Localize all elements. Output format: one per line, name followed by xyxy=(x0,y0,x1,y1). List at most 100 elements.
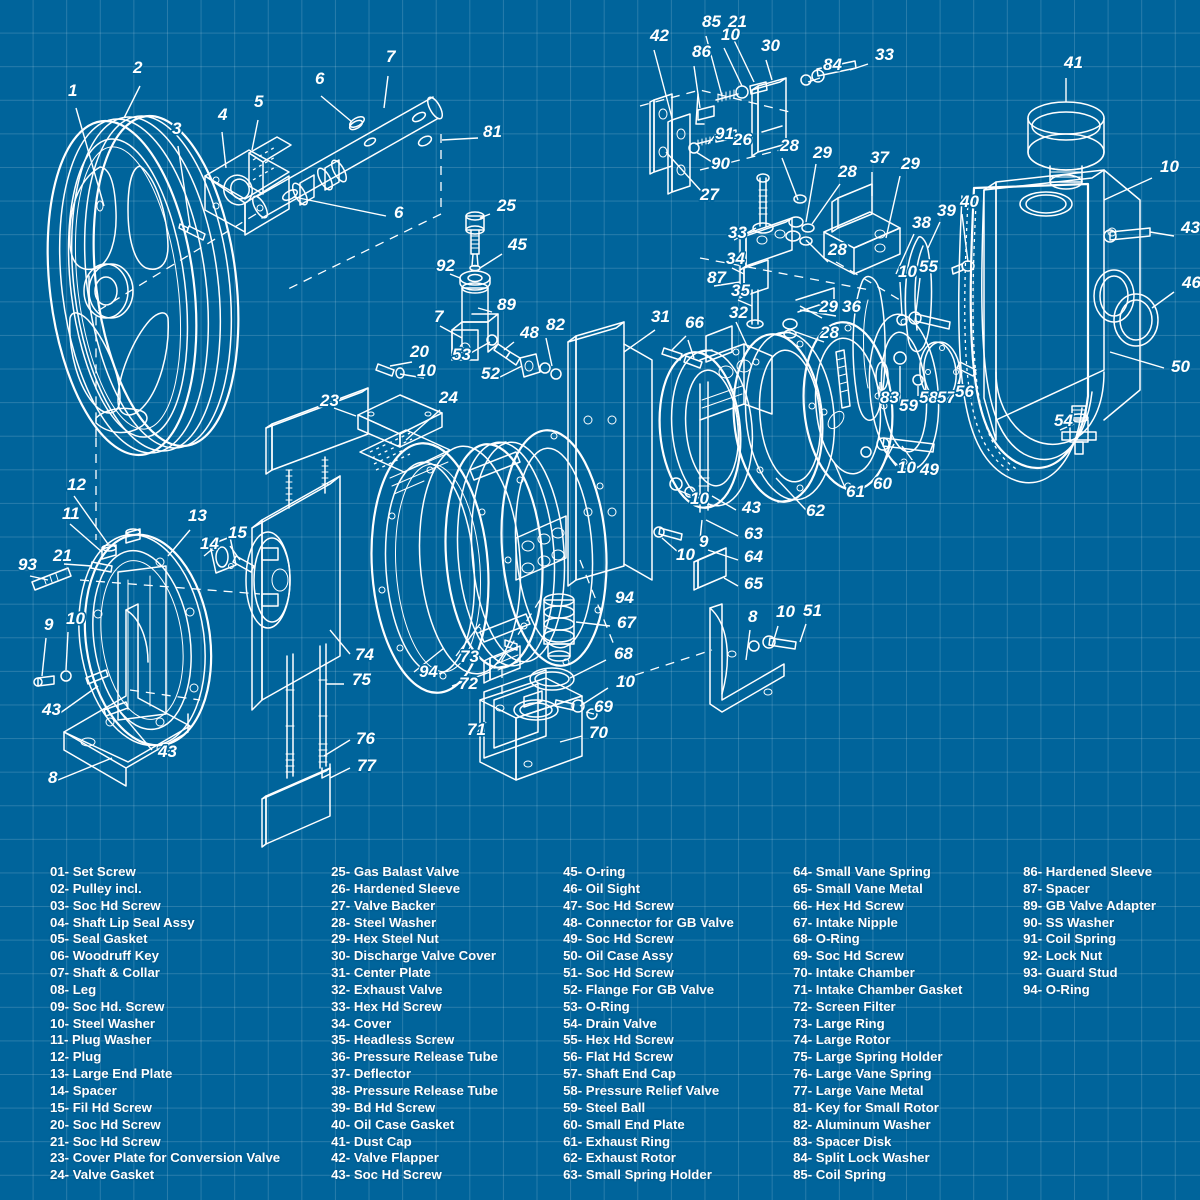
part-hex-hd-screw-33-top xyxy=(800,60,857,86)
part-screw-line-top xyxy=(688,81,768,154)
callout-number: 7 xyxy=(434,307,445,326)
callout-number: 24 xyxy=(438,388,458,407)
legend-item: 90- SS Washer xyxy=(1023,914,1115,930)
legend-item: 02- Pulley incl. xyxy=(50,880,142,896)
legend-item: 29- Hex Steel Nut xyxy=(331,931,439,947)
callout-number: 31 xyxy=(651,307,670,326)
callout-number: 28 xyxy=(827,240,847,259)
callout-number: 64 xyxy=(744,547,763,566)
callout-number: 37 xyxy=(870,148,890,167)
part-fasteners-left xyxy=(33,669,129,717)
legend-item: 67- Intake Nipple xyxy=(793,914,898,930)
legend-item: 25- Gas Balast Valve xyxy=(331,864,460,879)
legend-item: 27- Valve Backer xyxy=(331,897,436,913)
legend-item: 59- Steel Ball xyxy=(563,1099,646,1115)
callout-number: 28 xyxy=(779,136,799,155)
legend-item: 08- Leg xyxy=(50,981,97,997)
legend-item: 92- Lock Nut xyxy=(1023,948,1103,964)
callout-number: 9 xyxy=(699,532,709,551)
legend-item: 42- Valve Flapper xyxy=(331,1150,439,1166)
callout-number: 3 xyxy=(172,119,182,138)
legend-item: 94- O-Ring xyxy=(1023,981,1090,997)
callout-number: 56 xyxy=(955,382,974,401)
legend-item: 70- Intake Chamber xyxy=(793,965,915,981)
callout-number: 39 xyxy=(937,201,956,220)
part-pressure-relief-58 xyxy=(912,374,924,386)
legend-item: 83- Spacer Disk xyxy=(793,1133,892,1149)
legend-item: 39- Bd Hd Screw xyxy=(331,1099,436,1115)
legend-item: 93- Guard Stud xyxy=(1023,965,1118,981)
legend-item: 64- Small Vane Spring xyxy=(793,864,931,879)
callout-number: 28 xyxy=(837,162,857,181)
callout-number: 46 xyxy=(1181,273,1200,292)
callout-number: 6 xyxy=(394,203,404,222)
legend-item: 58- Pressure Relief Valve xyxy=(563,1082,720,1098)
part-leg-8-left xyxy=(63,603,191,787)
callout-number: 12 xyxy=(67,475,86,494)
legend-item: 86- Hardened Sleeve xyxy=(1023,864,1153,879)
callout-number: 9 xyxy=(44,615,54,634)
callout-number: 21 xyxy=(727,12,747,31)
part-oil-sight-46 xyxy=(1113,293,1159,347)
legend-item: 63- Small Spring Holder xyxy=(563,1167,712,1183)
part-bolt-33-vertical xyxy=(752,173,774,234)
legend-item: 57- Shaft End Cap xyxy=(563,1066,676,1082)
callout-number: 81 xyxy=(483,122,502,141)
legend-item: 61- Exhaust Ring xyxy=(563,1133,671,1149)
legend-item: 30- Discharge Valve Cover xyxy=(331,948,497,964)
legend-item: 34- Cover xyxy=(331,1015,392,1031)
legend-item: 01- Set Screw xyxy=(50,864,136,879)
callout-number: 15 xyxy=(228,523,247,542)
callout-number: 63 xyxy=(744,524,763,543)
part-dust-cap-41 xyxy=(1027,101,1105,190)
callout-number: 10 xyxy=(1160,157,1179,176)
part-spacer-14 xyxy=(209,536,237,574)
legend-item: 12- Plug xyxy=(50,1049,102,1065)
callout-number: 10 xyxy=(776,602,795,621)
legend-item: 36- Pressure Release Tube xyxy=(331,1049,498,1065)
callout-number: 29 xyxy=(900,154,920,173)
callout-number: 34 xyxy=(726,249,745,268)
callout-number: 91 xyxy=(715,124,734,143)
callout-number: 40 xyxy=(959,192,979,211)
legend-item: 10- Steel Washer xyxy=(50,1015,156,1031)
part-oil-case-gasket-40 xyxy=(958,182,1090,484)
callout-number: 82 xyxy=(546,315,565,334)
legend-item: 60- Small End Plate xyxy=(563,1116,685,1132)
part-pulley xyxy=(46,114,240,457)
callout-number: 43 xyxy=(157,742,177,761)
part-valve-pack xyxy=(515,515,567,581)
callout-number: 21 xyxy=(52,546,72,565)
callout-number: 2 xyxy=(132,58,143,77)
legend-item: 77- Large Vane Metal xyxy=(793,1082,924,1098)
part-intake-nipple-67 xyxy=(543,593,575,662)
part-flat-hd-screw-56 xyxy=(956,361,977,377)
legend-item: 91- Coil Spring xyxy=(1023,931,1117,947)
callout-number: 61 xyxy=(846,482,865,501)
legend-item: 43- Soc Hd Screw xyxy=(331,1167,442,1183)
legend-item: 13- Large End Plate xyxy=(50,1066,173,1082)
callout-number: 43 xyxy=(741,498,761,517)
callout-number: 76 xyxy=(356,729,375,748)
callout-number: 73 xyxy=(460,647,479,666)
legend-item: 84- Split Lock Washer xyxy=(793,1150,930,1166)
legend-item: 76- Large Vane Spring xyxy=(793,1066,932,1082)
legend-item: 14- Spacer xyxy=(50,1082,117,1098)
legend-item: 03- Soc Hd Screw xyxy=(50,897,161,913)
legend-item: 06- Woodruff Key xyxy=(50,948,159,964)
callout-number: 69 xyxy=(594,697,613,716)
callout-number: 58 xyxy=(919,388,938,407)
legend-item: 54- Drain Valve xyxy=(563,1015,657,1031)
legend-item: 23- Cover Plate for Conversion Valve xyxy=(50,1150,281,1166)
part-washers-mid xyxy=(653,477,696,541)
callout-number: 30 xyxy=(761,36,780,55)
callout-number: 5 xyxy=(254,92,264,111)
legend-item: 26- Hardened Sleeve xyxy=(331,880,461,896)
part-headless-screw-35 xyxy=(746,289,764,329)
callout-number: 54 xyxy=(1054,411,1073,430)
